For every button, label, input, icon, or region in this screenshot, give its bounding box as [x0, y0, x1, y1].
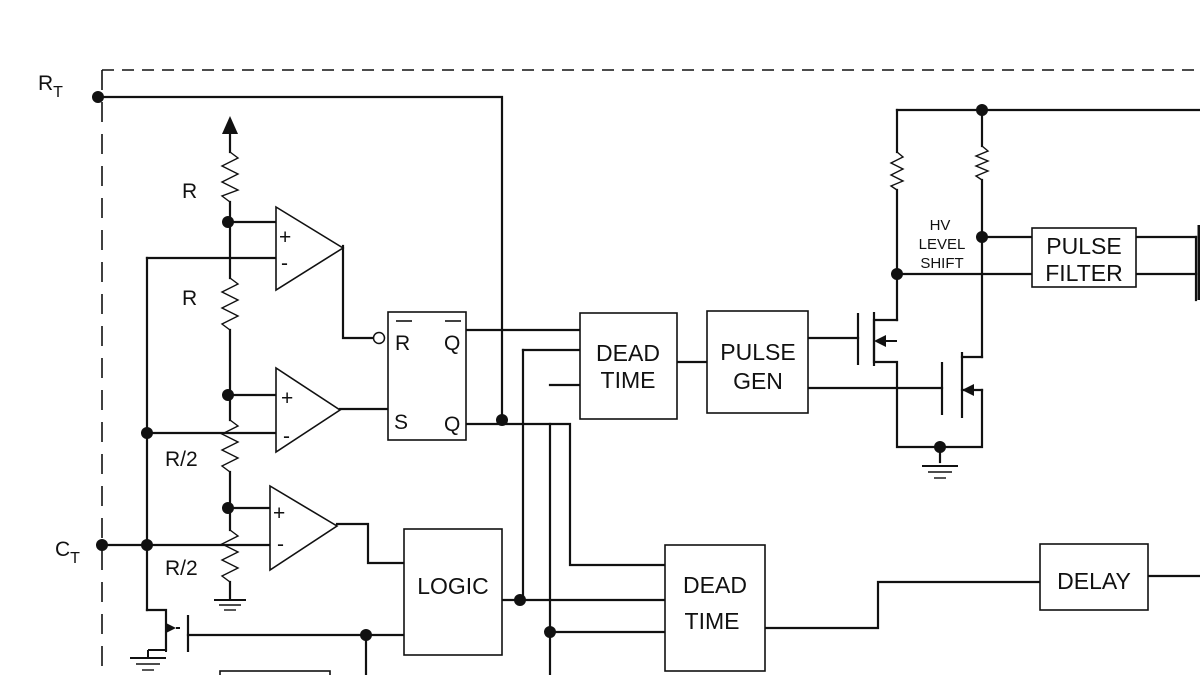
dead-time-1-line2: TIME	[601, 367, 656, 393]
resistors	[220, 145, 990, 583]
pulse-filter-line2: FILTER	[1045, 260, 1123, 286]
resistor-r1	[220, 151, 240, 203]
ic-boundary	[101, 69, 1200, 675]
comparator-3-plus: +	[273, 502, 285, 525]
comparator-3: + -	[269, 484, 339, 572]
hv-level-shift-line2: LEVEL	[919, 236, 966, 253]
pulse-gen-line2: GEN	[733, 368, 783, 394]
resistor-r4	[220, 529, 240, 583]
resistor-hv-right	[974, 145, 990, 181]
ground-fet-icon	[130, 649, 166, 671]
ground-ladder-icon	[214, 599, 246, 611]
mosfet-ct-discharge-icon	[165, 612, 190, 652]
logic-block: LOGIC	[403, 528, 503, 656]
dead-time-2-line2: TIME	[685, 608, 740, 634]
wires	[96, 95, 1200, 675]
delay-block: DELAY	[1039, 543, 1149, 611]
delay-label: DELAY	[1057, 568, 1131, 594]
partial-block-bottom	[219, 670, 331, 675]
dead-time-block-2: DEAD TIME	[664, 544, 766, 672]
hv-level-shift-line3: SHIFT	[920, 255, 963, 272]
comparator-1-plus: +	[279, 226, 291, 249]
comparator-2-plus: +	[281, 387, 293, 410]
ct-pin-label: CT	[55, 538, 80, 567]
logic-label: LOGIC	[417, 573, 489, 599]
resistor-r1-label: R	[182, 180, 197, 203]
dead-time-2-line1: DEAD	[683, 572, 747, 598]
comparator-2: + -	[275, 366, 342, 454]
flipflop-s-label: S	[394, 411, 408, 434]
dead-time-1-line1: DEAD	[596, 340, 660, 366]
resistor-r4-label: R/2	[165, 557, 198, 580]
resistor-r3-label: R/2	[165, 448, 198, 471]
mosfet-upper-icon	[856, 312, 897, 366]
hv-level-shift-line1: HV	[930, 217, 951, 234]
rt-pin-label: RT	[38, 72, 63, 101]
pulse-gen-block: PULSE GEN	[706, 310, 809, 414]
junction-dots	[92, 91, 988, 641]
resistor-r3	[220, 419, 240, 473]
resistor-hv-left	[889, 151, 905, 191]
pulse-gen-line1: PULSE	[720, 339, 795, 365]
comparator-3-minus: -	[277, 533, 284, 556]
comparator-1: + -	[275, 205, 345, 292]
pulse-filter-block: PULSE FILTER	[1031, 227, 1137, 288]
comparator-1-minus: -	[281, 252, 288, 275]
dead-time-block-1: DEAD TIME	[579, 312, 678, 420]
pulse-filter-line1: PULSE	[1046, 233, 1121, 259]
supply-arrow-icon	[222, 116, 238, 134]
ground-hv-icon	[922, 465, 958, 479]
comparator-2-minus: -	[283, 425, 290, 448]
sr-flip-flop: R Q S Q	[372, 311, 467, 441]
r-bar-inversion-bubble	[372, 331, 386, 345]
mosfet-lower-icon	[940, 352, 974, 418]
flipflop-q-label: Q	[444, 413, 460, 436]
resistor-r2-label: R	[182, 287, 197, 310]
flipflop-r-bar-label: R	[395, 332, 410, 355]
flipflop-q-bar-label: Q	[444, 332, 460, 355]
resistor-r2	[220, 277, 240, 331]
